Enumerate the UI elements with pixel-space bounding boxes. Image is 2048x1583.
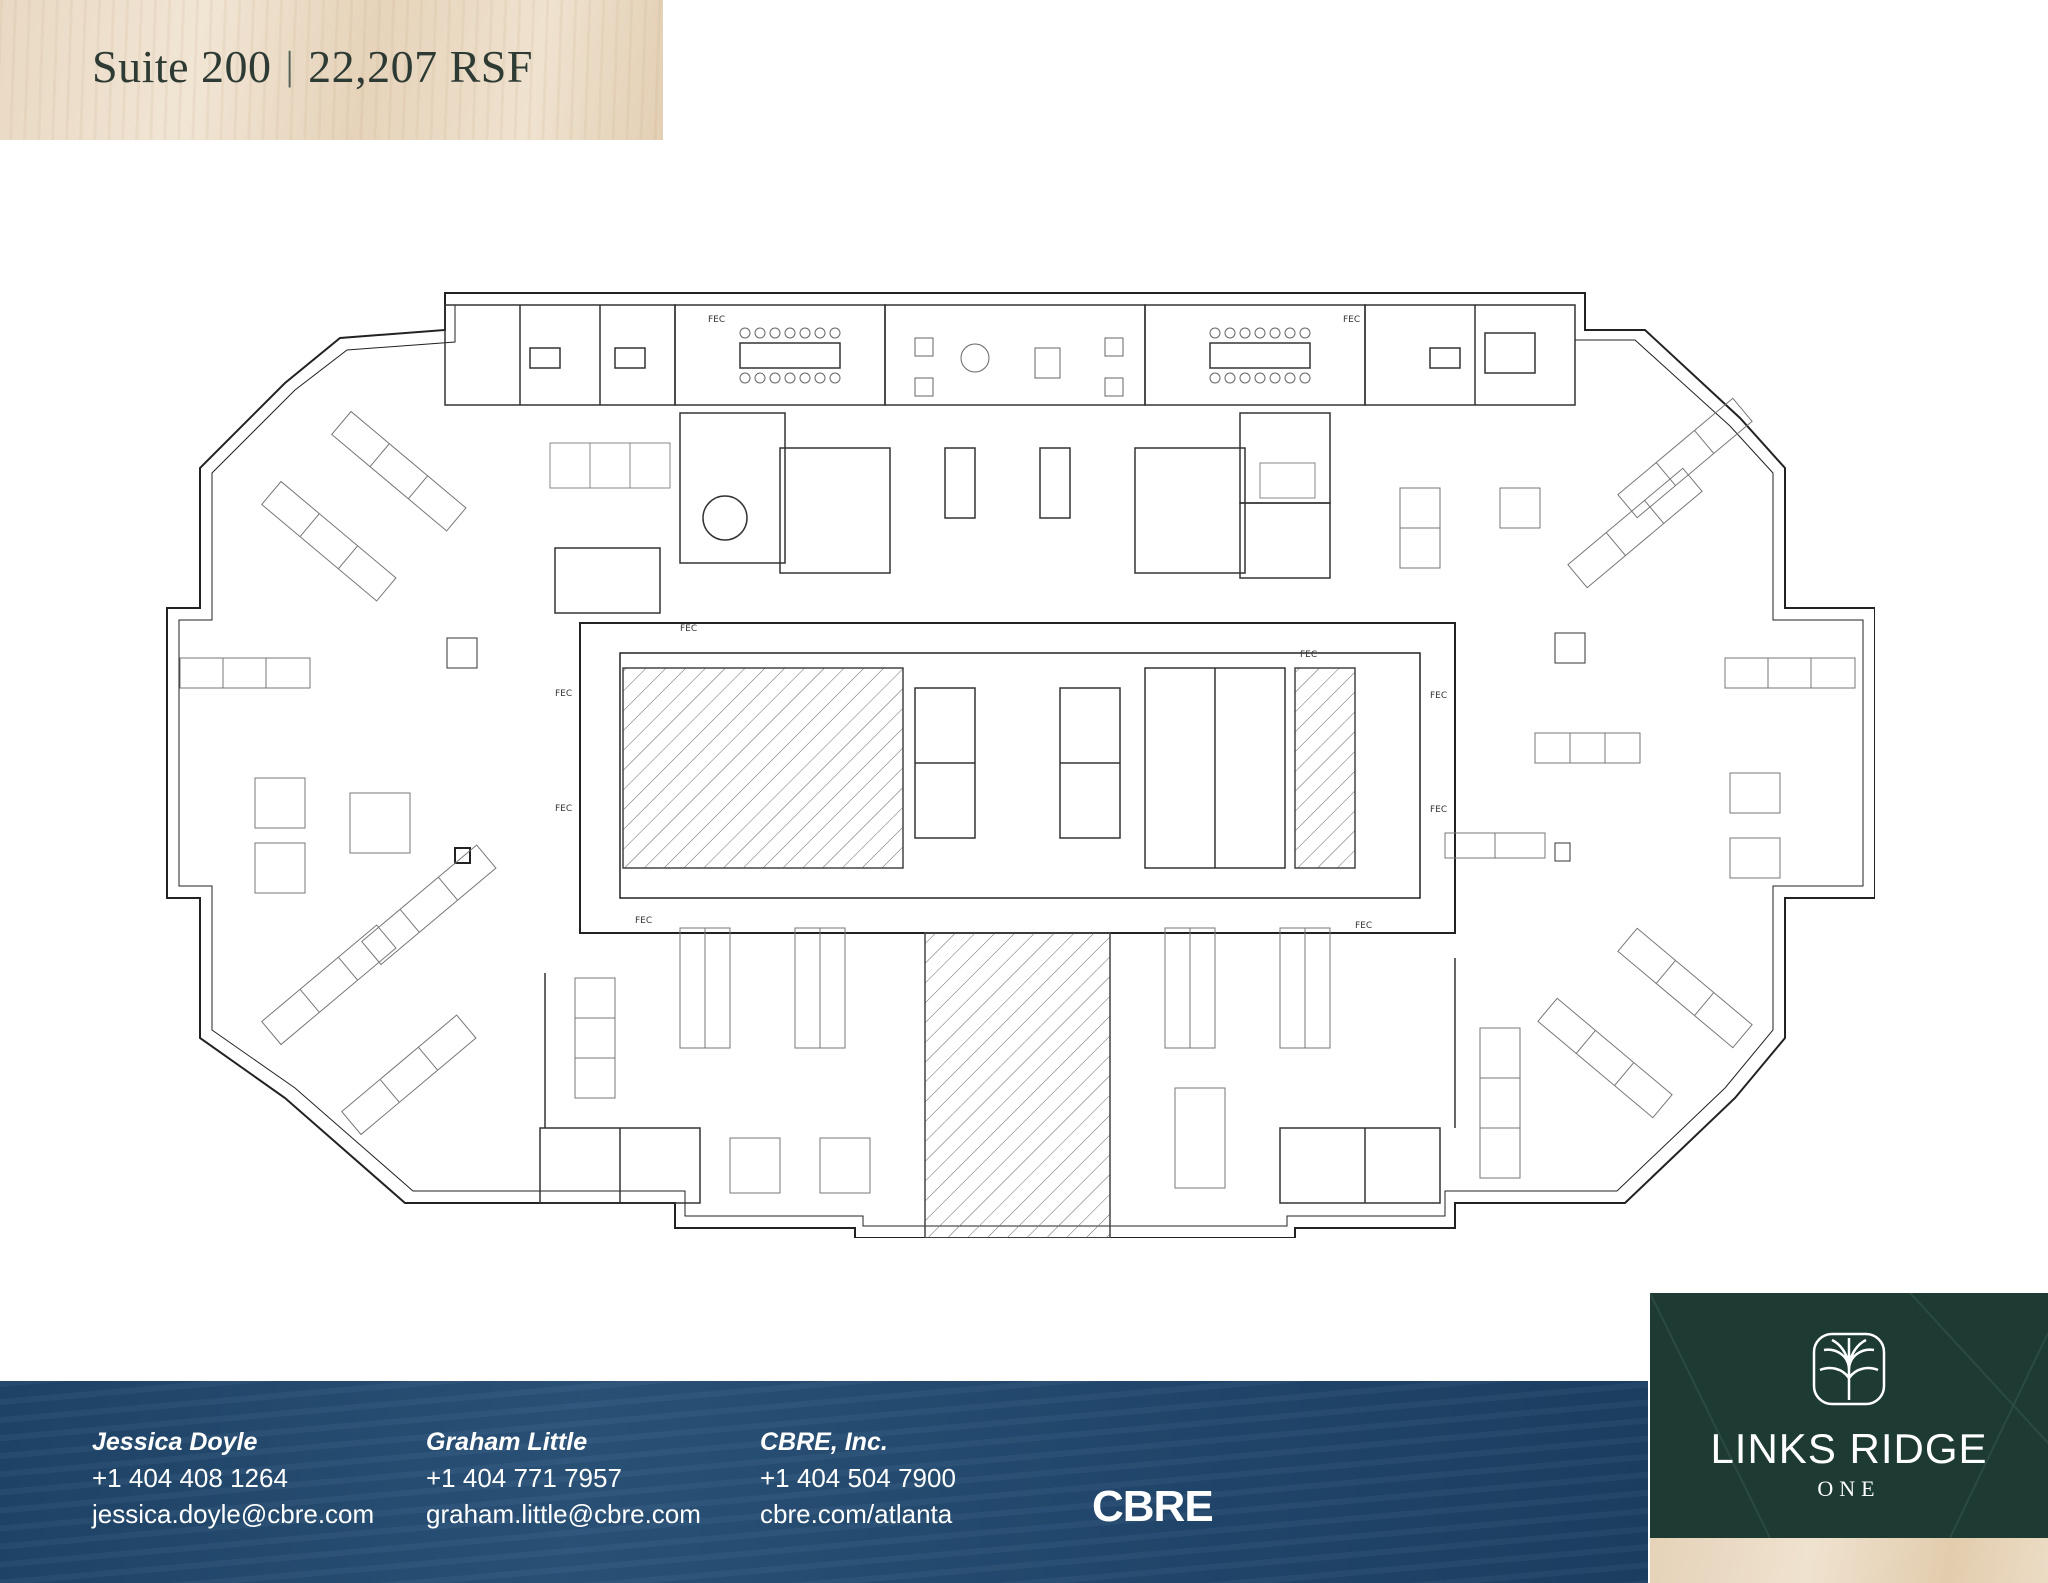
title-separator: | bbox=[285, 43, 295, 88]
fec-label: FEC bbox=[708, 315, 725, 325]
fec-label: FEC bbox=[555, 689, 572, 699]
brand-box-pattern bbox=[1650, 1293, 2048, 1538]
cbre-logo: CBRE bbox=[1092, 1482, 1214, 1531]
fec-label: FEC bbox=[1430, 805, 1447, 815]
brand-subtitle: ONE bbox=[1817, 1476, 1881, 1501]
contact-phone[interactable]: +1 404 408 1264 bbox=[92, 1463, 288, 1493]
contact-email[interactable]: graham.little@cbre.com bbox=[426, 1499, 701, 1529]
fec-label: FEC bbox=[1430, 691, 1447, 701]
suite-number: Suite 200 bbox=[92, 41, 272, 92]
fec-label: FEC bbox=[555, 804, 572, 814]
core-hatched-area-right bbox=[1294, 667, 1356, 869]
chairs-top bbox=[739, 327, 1311, 384]
fec-label: FEC bbox=[1355, 921, 1372, 931]
contact-website[interactable]: cbre.com/atlanta bbox=[760, 1499, 953, 1529]
contact-phone[interactable]: +1 404 504 7900 bbox=[760, 1463, 956, 1493]
shaft-hatched-area bbox=[924, 932, 1111, 1238]
footer-wood-strip bbox=[1650, 1538, 2048, 1583]
contact-name: Graham Little bbox=[426, 1428, 588, 1456]
suite-area: 22,207 RSF bbox=[308, 41, 533, 92]
contact-phone[interactable]: +1 404 771 7957 bbox=[426, 1463, 622, 1493]
footer-band bbox=[0, 1381, 1648, 1583]
fec-label: FEC bbox=[1343, 315, 1360, 325]
suite-title: Suite 200 | 22,207 RSF bbox=[92, 40, 533, 93]
fec-label: FEC bbox=[635, 916, 652, 926]
fec-label: FEC bbox=[1300, 650, 1317, 660]
contact-name: CBRE, Inc. bbox=[760, 1428, 888, 1456]
contact-name: Jessica Doyle bbox=[92, 1428, 258, 1456]
header-wood-band bbox=[0, 0, 663, 140]
fec-label: FEC bbox=[680, 624, 697, 634]
floor-plan: FEC FEC FEC FEC FEC FEC FEC FEC FEC FEC bbox=[166, 292, 1875, 1238]
contact-graham: Graham Little +1 404 771 7957 graham.lit… bbox=[426, 1424, 701, 1532]
contact-email[interactable]: jessica.doyle@cbre.com bbox=[92, 1499, 375, 1529]
contact-jessica: Jessica Doyle +1 404 408 1264 jessica.do… bbox=[92, 1424, 374, 1532]
building-outline bbox=[166, 292, 1875, 1238]
contact-cbre: CBRE, Inc. +1 404 504 7900 cbre.com/atla… bbox=[760, 1424, 956, 1532]
core-hatched-area-left bbox=[622, 667, 904, 869]
brand-name: LINKS RIDGE bbox=[1710, 1425, 1988, 1472]
tree-logo-icon bbox=[1812, 1332, 1886, 1406]
